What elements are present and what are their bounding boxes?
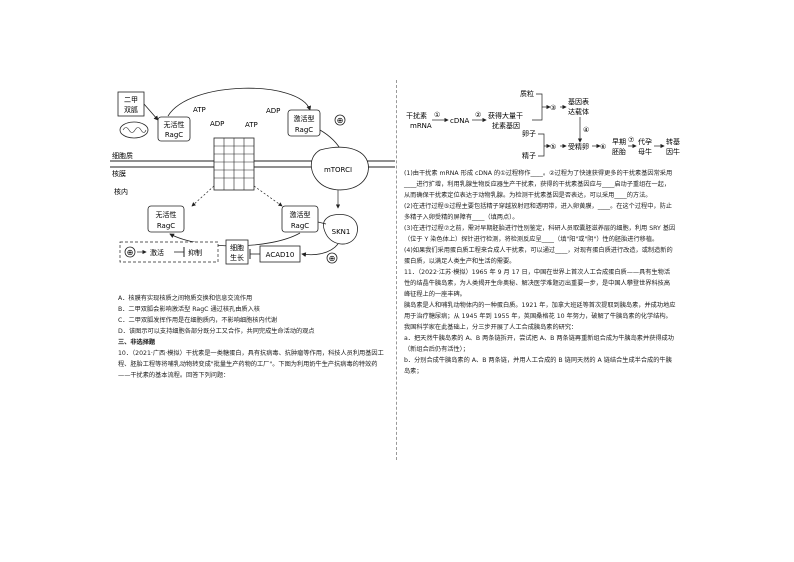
option-c: C．二甲双胍发挥作用是在细胞质内，不影响细胞核内代谢 [118,317,278,324]
nucleus-label: 核内 [114,187,128,196]
mrna-label-1: 干扰素 [406,111,427,120]
membrane-label: 核膜 [112,169,126,178]
mtorc1-shape [311,146,369,191]
inactive-ragc-bottom-label-1: 无活性 [156,210,177,219]
active-ragc-bottom-label-1: 激活型 [290,210,311,219]
inactive-ragc-bottom-label-2: RagC [157,222,175,230]
option-d: D．该图示可以支持细胞各部分既分工又合作，共同完成生命活动的观点 [118,328,315,335]
vector-label-2: 达载体 [568,107,589,116]
plus-symbol-1: ⊕ [337,116,344,125]
right-column-text: (1)由干扰素 mRNA 形成 cDNA 的①过程称作____。②过程为了快速获… [404,168,676,377]
plasmid-label: 质粒 [520,89,534,98]
cell-pathway-diagram: 二甲 双胍 无活性 RagC ATP ADP ADP ATP 激活型 RagC … [110,87,395,265]
mrna-label-2: mRNA [410,122,432,130]
answer-part-1: (1)由干扰素 mRNA 形成 cDNA 的①过程称作____。②过程为了快速获… [404,170,673,199]
fertilized-egg-label: 受精卵 [568,142,589,151]
active-ragc-top-label-1: 激活型 [294,114,315,123]
legend-box [119,241,219,263]
legend-plus-symbol: ⊕ [127,248,134,257]
acad10-label: ACAD10 [266,251,295,259]
nuclear-pore-icon [213,137,255,191]
step-b: b．分别合成牛胰岛素的 A、B 两条链，并用人工合成的 B 链同天然的 A 链结… [404,357,672,375]
adp-label-2: ADP [266,107,280,115]
surrogate-label-2: 母牛 [638,147,652,156]
cdna-label: cDNA [450,117,469,125]
question-11: 11．（2022·江苏·模拟）1965 年 9 月 17 日，中国在世界上首次人… [404,269,671,298]
answer-part-4: (4)如果我们采用蛋白质工程来合成人干扰素，可以通过____，对现有蛋白质进行改… [404,247,673,265]
inactive-ragc-top-label-1: 无活性 [164,120,185,129]
transgenic-label-2: 因牛 [666,147,680,156]
column-divider [396,80,397,460]
step-6: ⑥ [600,143,606,151]
answer-part-2: (2)在进行过程⑤过程主要包括精子穿越放射冠和透明带，进入卵黄膜，____。在这… [404,203,672,221]
metformin-label-2: 双胍 [124,105,138,114]
interferon-flow-diagram: 干扰素 mRNA ① cDNA ② 获得大量干 扰素基因 质粒 ③ 基因表 达载… [406,89,680,160]
inactive-ragc-bottom [147,205,185,233]
metformin-box [117,91,145,117]
active-ragc-bottom-label-2: RagC [291,222,309,230]
gene-label-2: 扰素基因 [492,121,520,130]
answer-part-3: (3)在进行过程⑦之前，需对早期胚胎进行性别鉴定，科研人员取囊胚滋养层的细胞，利… [404,225,676,243]
vector-label-1: 基因表 [568,97,589,106]
adp-label-1: ADP [210,120,224,128]
mitochondrion-icon [119,121,149,139]
step-a: a．把天然牛胰岛素的 A、B 两条链拆开，尝试把 A、B 两条链再重新组合成为牛… [404,335,674,353]
atp-label-2: ATP [245,121,258,129]
sperm-label: 精子 [522,151,536,160]
section-heading: 三、非选择题 [118,339,156,346]
gene-label-1: 获得大量干 [488,111,523,120]
step-1: ① [434,111,440,119]
question-10: 10．（2021·广西·模拟）干扰素是一类糖蛋白，具有抗病毒、抗肿瘤等作用，科技… [118,350,384,379]
left-column-text: A．核膜有实现核质之间物质交换和信息交流作用 B．二甲双胍会影响激活型 RagC… [118,293,388,381]
egg-label: 卵子 [522,129,536,138]
atp-label-1: ATP [193,106,206,114]
inactive-ragc-top [157,116,191,142]
plus-symbol-2: ⊕ [329,254,336,263]
step-4: ④ [583,126,589,134]
active-ragc-bottom [281,205,319,233]
step-7: ⑦ [628,136,634,144]
insulin-paragraph: 胰岛素是人和哺乳动物体内的一种蛋白质。1921 年，加拿大班廷等首次提取到胰岛素… [404,302,676,331]
transgenic-label-1: 转基 [666,137,680,146]
step-5: ⑤ [550,143,556,151]
active-ragc-top-label-2: RagC [295,126,313,134]
step-2: ② [475,111,481,119]
option-a: A．核膜有实现核质之间物质交换和信息交流作用 [118,295,253,302]
cytoplasm-label: 细胞质 [112,151,133,160]
legend-activate-label: 激活 [150,248,164,257]
skn1-label: SKN1 [332,228,351,236]
activate-symbol [334,114,346,126]
legend-inhibit-label: 抑制 [188,248,202,257]
embryo-label-2: 胚胎 [612,147,626,156]
cell-growth-label-1: 细胞 [230,243,244,252]
metformin-label-1: 二甲 [124,96,138,104]
step-3: ③ [550,104,556,112]
option-b: B．二甲双胍会影响激活型 RagC 通过核孔由质入核 [118,306,260,313]
cell-growth-box [225,239,249,265]
surrogate-label-1: 代孕 [638,137,652,146]
embryo-label-1: 早期 [612,138,626,146]
inactive-ragc-top-label-2: RagC [165,131,183,139]
active-ragc-top [287,109,321,137]
mtorc1-label: mTORCⅠ [324,166,352,174]
cell-growth-label-2: 生长 [230,253,244,262]
